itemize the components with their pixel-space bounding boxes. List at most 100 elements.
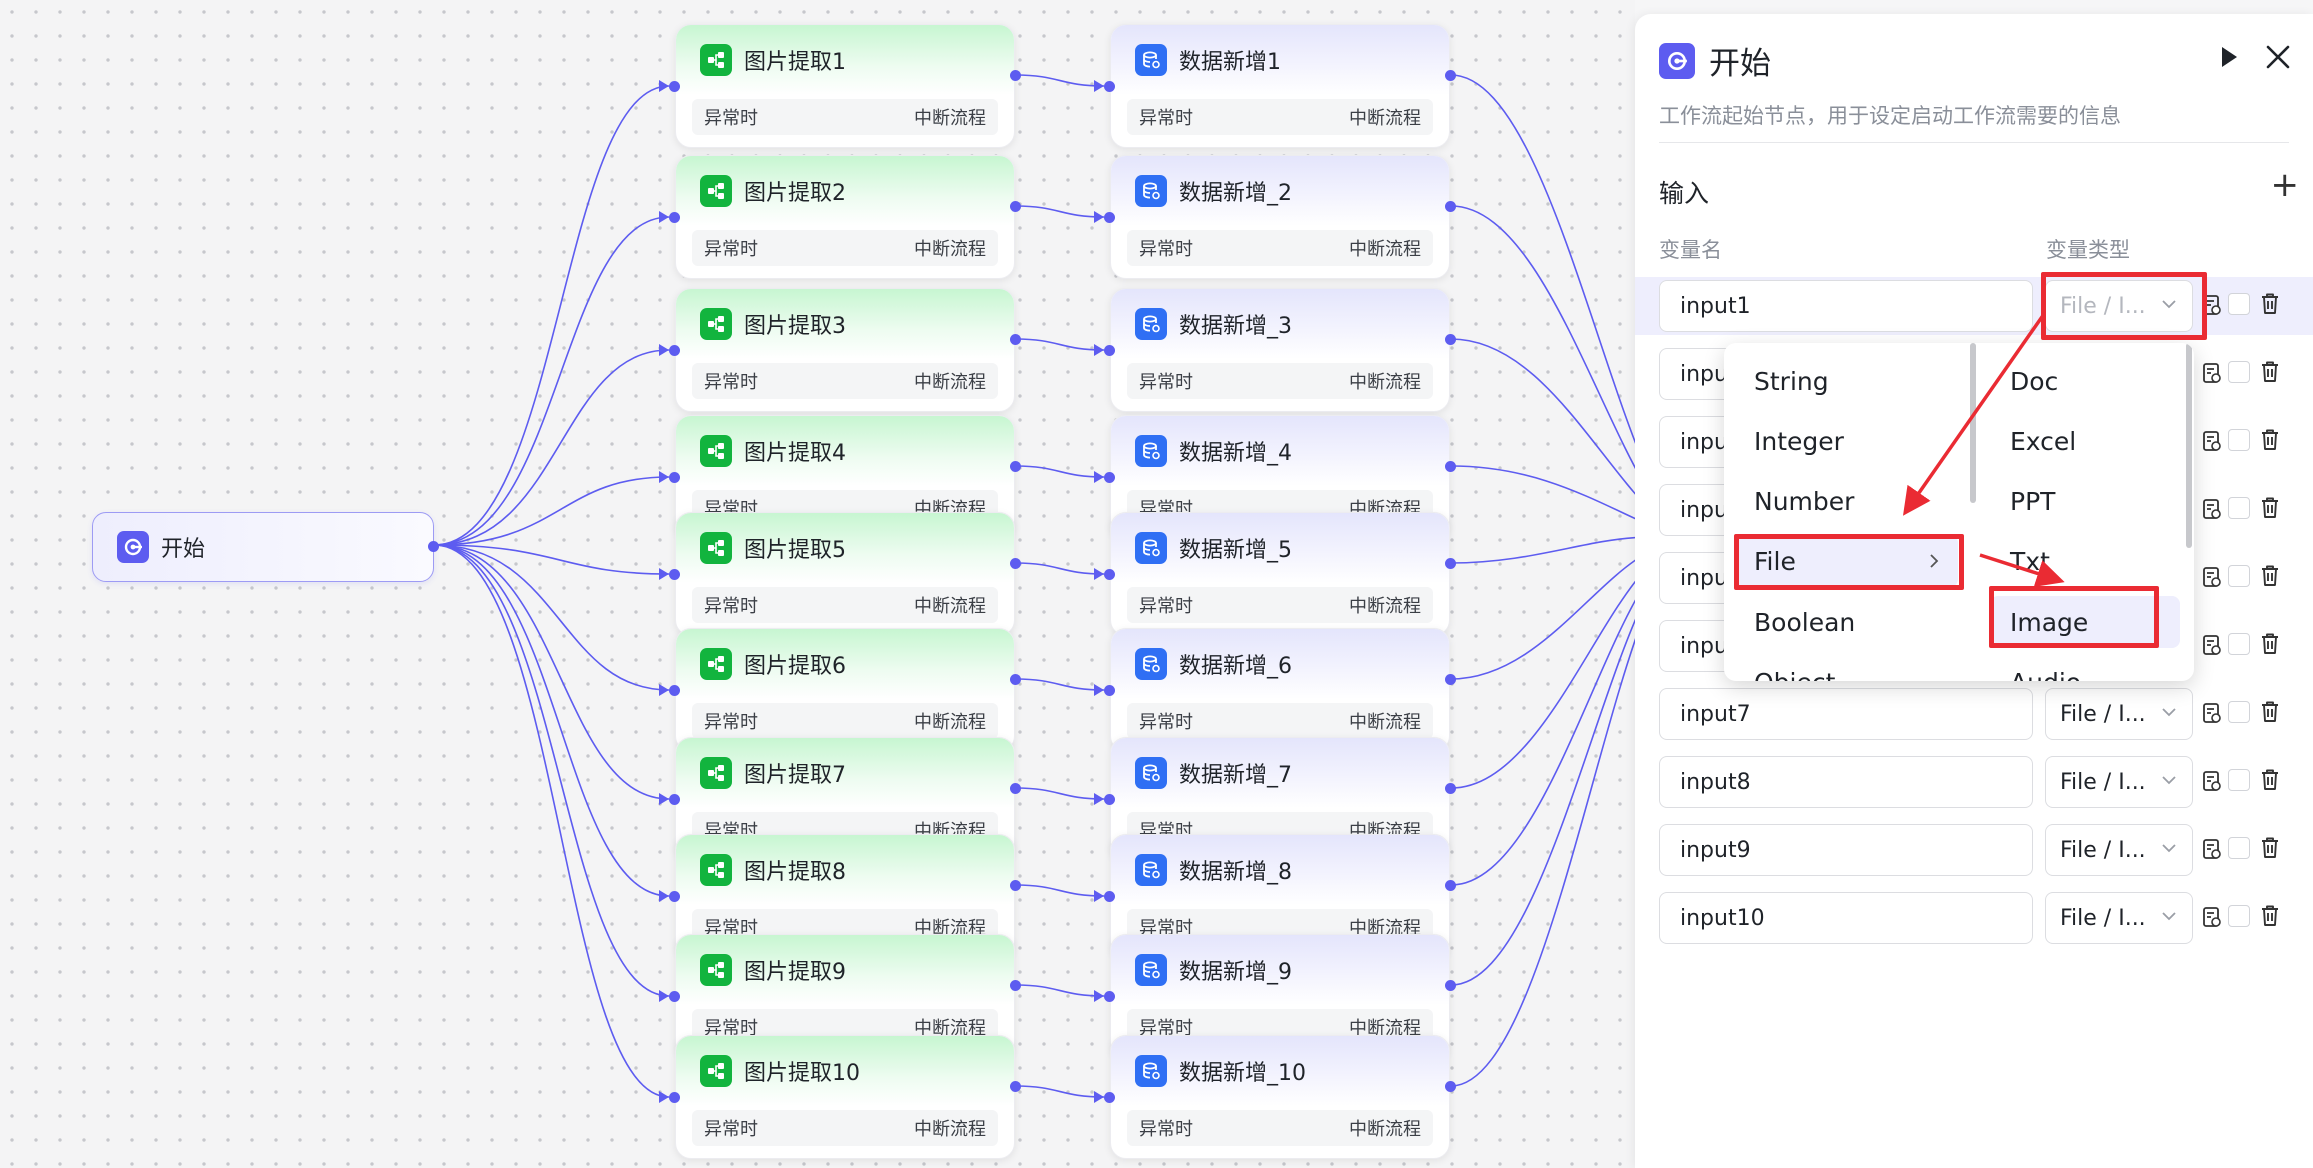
image-extract-output-handle[interactable] xyxy=(1010,674,1021,685)
variable-type-select[interactable]: File / I... xyxy=(2045,756,2193,808)
required-checkbox[interactable] xyxy=(2228,701,2250,723)
image-extract-output-handle[interactable] xyxy=(1010,461,1021,472)
start-node[interactable]: 开始 xyxy=(92,512,439,582)
required-checkbox[interactable] xyxy=(2228,837,2250,859)
required-checkbox[interactable] xyxy=(2228,361,2250,383)
variable-name-input[interactable]: input10 xyxy=(1659,892,2033,944)
data-add-output-handle[interactable] xyxy=(1445,783,1456,794)
file-type-option-excel[interactable]: Excel xyxy=(1990,415,2180,467)
type-option-integer[interactable]: Integer xyxy=(1734,415,1958,467)
trash-icon[interactable] xyxy=(2259,904,2281,928)
node-error-setting[interactable]: 异常时中断流程 xyxy=(692,703,998,739)
trash-icon[interactable] xyxy=(2259,836,2281,860)
run-icon[interactable] xyxy=(2218,44,2240,70)
required-checkbox[interactable] xyxy=(2228,633,2250,655)
trash-icon[interactable] xyxy=(2259,768,2281,792)
type-option-object[interactable]: Object xyxy=(1734,656,1958,682)
node-error-setting[interactable]: 异常时中断流程 xyxy=(1127,703,1433,739)
data-add-input-handle[interactable] xyxy=(1104,891,1115,902)
type-option-string[interactable]: String xyxy=(1734,355,1958,407)
data-add-input-handle[interactable] xyxy=(1104,569,1115,580)
data-add-output-handle[interactable] xyxy=(1445,201,1456,212)
required-setting-icon[interactable] xyxy=(2202,498,2222,520)
file-type-option-doc[interactable]: Doc xyxy=(1990,355,2180,407)
image-extract-input-handle[interactable] xyxy=(669,345,680,356)
required-checkbox[interactable] xyxy=(2228,497,2250,519)
file-type-option-ppt[interactable]: PPT xyxy=(1990,475,2180,527)
type-option-boolean[interactable]: Boolean xyxy=(1734,596,1958,648)
file-type-option-txt[interactable]: Txt xyxy=(1990,535,2180,587)
image-extract-input-handle[interactable] xyxy=(669,794,680,805)
node-error-setting[interactable]: 异常时中断流程 xyxy=(1127,230,1433,266)
trash-icon[interactable] xyxy=(2259,564,2281,588)
data-add-output-handle[interactable] xyxy=(1445,558,1456,569)
required-checkbox[interactable] xyxy=(2228,565,2250,587)
node-error-setting[interactable]: 异常时中断流程 xyxy=(692,230,998,266)
image-extract-input-handle[interactable] xyxy=(669,685,680,696)
data-add-output-handle[interactable] xyxy=(1445,674,1456,685)
type-option-number[interactable]: Number xyxy=(1734,475,1958,527)
data-add-input-handle[interactable] xyxy=(1104,685,1115,696)
node-error-setting[interactable]: 异常时中断流程 xyxy=(692,587,998,623)
image-extract-output-handle[interactable] xyxy=(1010,980,1021,991)
image-extract-input-handle[interactable] xyxy=(669,81,680,92)
required-setting-icon[interactable] xyxy=(2202,362,2222,384)
required-setting-icon[interactable] xyxy=(2202,430,2222,452)
data-add-output-handle[interactable] xyxy=(1445,980,1456,991)
variable-type-select[interactable]: File / I... xyxy=(2045,824,2193,876)
trash-icon[interactable] xyxy=(2259,292,2281,316)
image-extract-output-handle[interactable] xyxy=(1010,334,1021,345)
data-add-input-handle[interactable] xyxy=(1104,345,1115,356)
data-add-input-handle[interactable] xyxy=(1104,81,1115,92)
required-setting-icon[interactable] xyxy=(2202,838,2222,860)
image-extract-output-handle[interactable] xyxy=(1010,880,1021,891)
data-add-input-handle[interactable] xyxy=(1104,794,1115,805)
variable-name-input[interactable]: input8 xyxy=(1659,756,2033,808)
trash-icon[interactable] xyxy=(2259,428,2281,452)
image-extract-input-handle[interactable] xyxy=(669,891,680,902)
required-setting-icon[interactable] xyxy=(2202,906,2222,928)
required-checkbox[interactable] xyxy=(2228,905,2250,927)
required-setting-icon[interactable] xyxy=(2202,702,2222,724)
node-error-setting[interactable]: 异常时中断流程 xyxy=(1127,99,1433,135)
required-setting-icon[interactable] xyxy=(2202,634,2222,656)
required-checkbox[interactable] xyxy=(2228,429,2250,451)
variable-name-input[interactable]: input1 xyxy=(1659,280,2033,332)
data-add-input-handle[interactable] xyxy=(1104,212,1115,223)
data-add-input-handle[interactable] xyxy=(1104,1092,1115,1103)
data-add-input-handle[interactable] xyxy=(1104,472,1115,483)
image-extract-input-handle[interactable] xyxy=(669,212,680,223)
image-extract-output-handle[interactable] xyxy=(1010,558,1021,569)
required-checkbox[interactable] xyxy=(2228,769,2250,791)
close-icon[interactable] xyxy=(2265,44,2291,70)
file-type-list-scrollbar[interactable] xyxy=(2186,343,2192,548)
data-add-output-handle[interactable] xyxy=(1445,461,1456,472)
image-extract-input-handle[interactable] xyxy=(669,991,680,1002)
image-extract-input-handle[interactable] xyxy=(669,569,680,580)
file-type-option-audio[interactable]: Audio xyxy=(1990,656,2180,682)
data-add-input-handle[interactable] xyxy=(1104,991,1115,1002)
type-list-scrollbar[interactable] xyxy=(1970,343,1976,503)
image-extract-input-handle[interactable] xyxy=(669,1092,680,1103)
data-add-output-handle[interactable] xyxy=(1445,70,1456,81)
node-error-setting[interactable]: 异常时中断流程 xyxy=(692,99,998,135)
trash-icon[interactable] xyxy=(2259,632,2281,656)
image-extract-input-handle[interactable] xyxy=(669,472,680,483)
data-add-output-handle[interactable] xyxy=(1445,880,1456,891)
file-type-option-image[interactable]: Image xyxy=(1990,596,2180,648)
variable-type-select[interactable]: File / I... xyxy=(2045,688,2193,740)
node-error-setting[interactable]: 异常时中断流程 xyxy=(692,1110,998,1146)
required-setting-icon[interactable] xyxy=(2202,770,2222,792)
required-setting-icon[interactable] xyxy=(2202,566,2222,588)
variable-name-input[interactable]: input7 xyxy=(1659,688,2033,740)
variable-type-select[interactable]: File / I... xyxy=(2045,280,2193,332)
